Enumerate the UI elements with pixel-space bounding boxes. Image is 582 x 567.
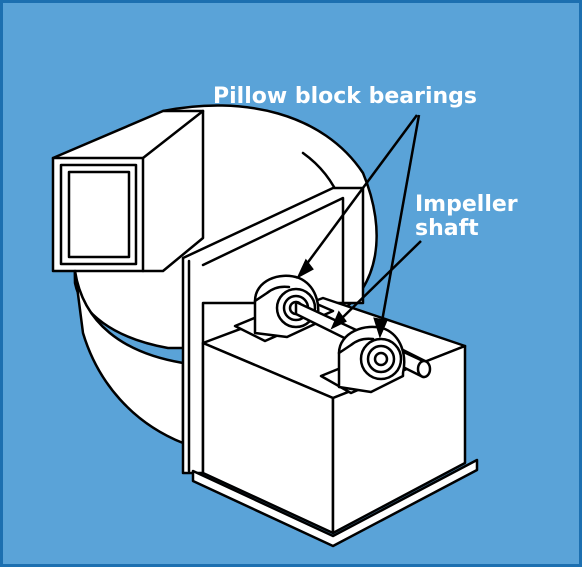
shaft-end [416, 359, 432, 379]
label-impeller: Impeller [415, 192, 518, 217]
label-shaft: shaft [415, 216, 479, 241]
label-pillow-block-bearings: Pillow block bearings [213, 84, 477, 109]
fan-diagram: Pillow block bearings Impeller shaft [51, 84, 518, 548]
leader-lines [296, 114, 422, 339]
pillow-block-bearing-rear [253, 274, 320, 339]
outlet-duct [51, 109, 205, 273]
bearing-pedestal [191, 296, 479, 548]
pillow-block-bearing-front [337, 325, 406, 394]
